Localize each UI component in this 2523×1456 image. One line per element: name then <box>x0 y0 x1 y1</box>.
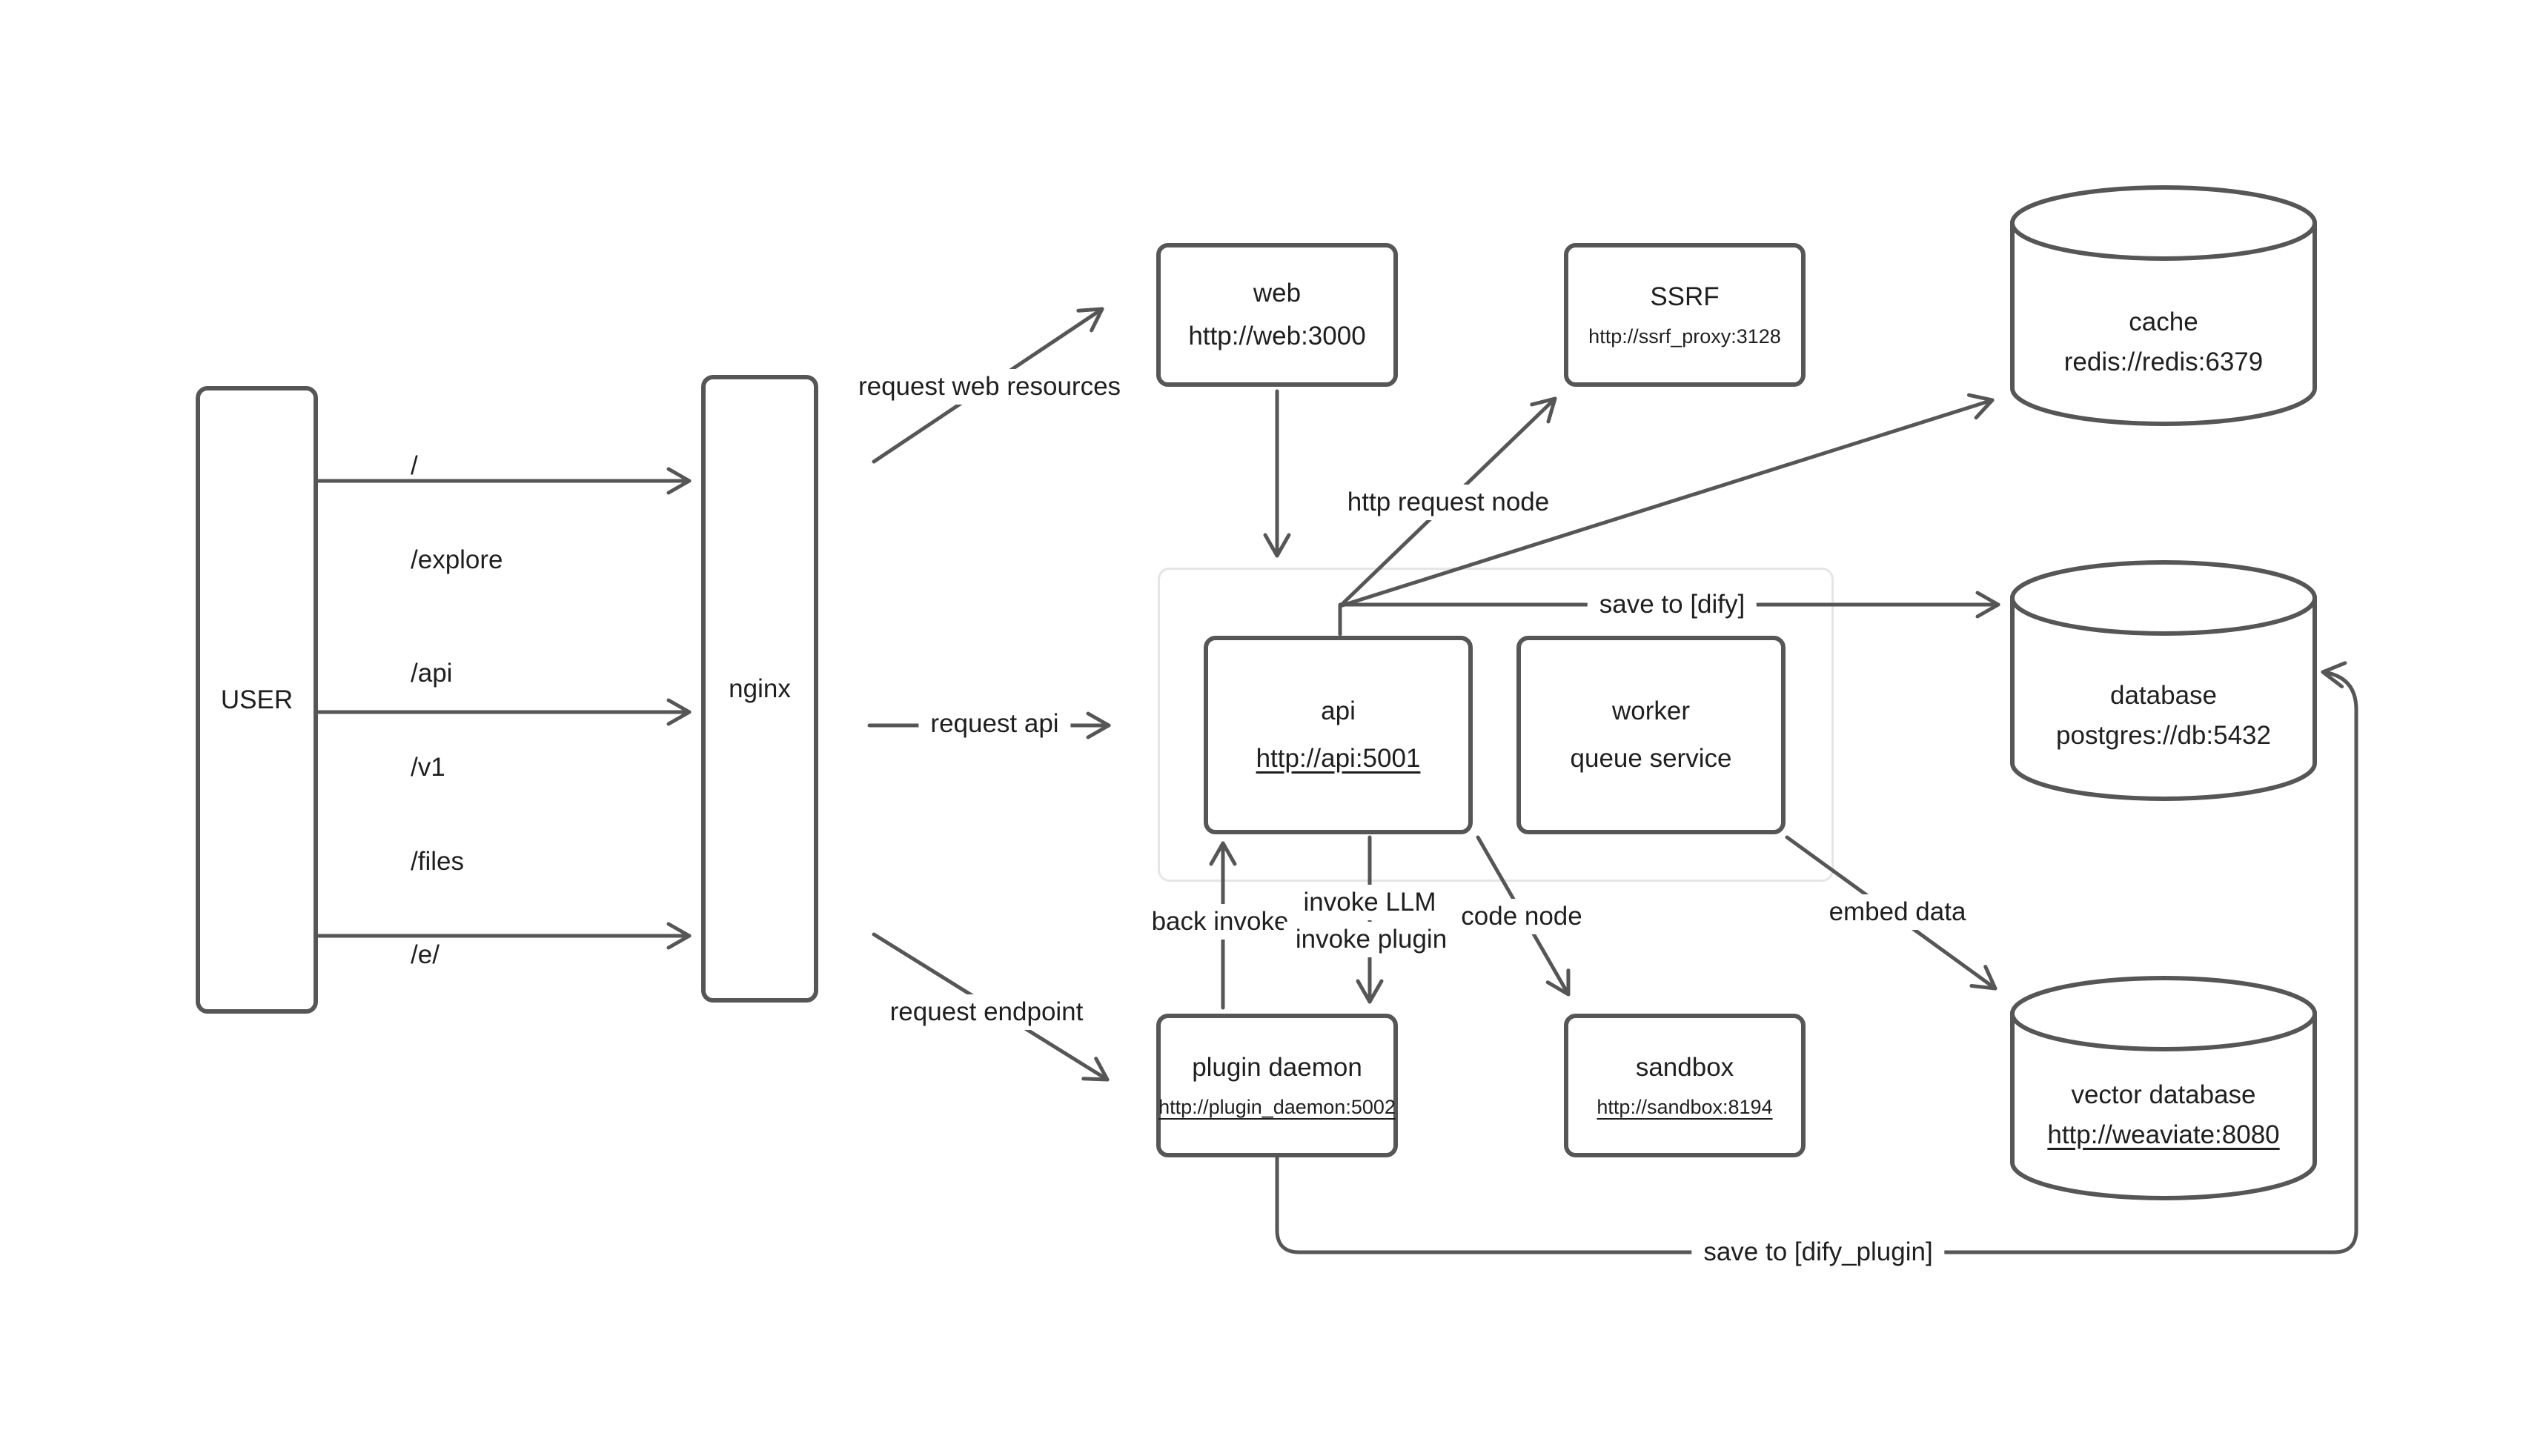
user-paths-middle: /api /v1 /files <box>411 596 464 938</box>
database-cylinder <box>2010 596 2317 801</box>
user-path-e: /e/ <box>411 940 440 969</box>
node-plugin-daemon: plugin daemon http://plugin_daemon:5002 <box>1156 1014 1398 1157</box>
node-ssrf-subtitle: http://ssrf_proxy:3128 <box>1588 325 1781 348</box>
user-paths-top: / /explore <box>411 389 503 636</box>
node-database-subtitle: postgres://db:5432 <box>2056 721 2271 750</box>
edge-label-invoke-llm: invoke LLM <box>1291 885 1448 920</box>
node-web: web http://web:3000 <box>1156 243 1398 387</box>
node-worker: worker queue service <box>1516 636 1786 834</box>
vector-database-cylinder <box>2010 1011 2317 1200</box>
edge-label-save-to-dify-plugin: save to [dify_plugin] <box>1691 1234 1945 1270</box>
edge-label-back-invoke: back invoke <box>1139 904 1301 940</box>
user-path-root: / <box>411 451 418 480</box>
user-path-files: /files <box>411 847 464 876</box>
node-sandbox-title: sandbox <box>1635 1052 1734 1082</box>
node-web-title: web <box>1253 279 1302 308</box>
node-cache-label: cache redis://redis:6379 <box>2064 307 2263 378</box>
api-worker-group <box>1158 568 1834 882</box>
node-api: api http://api:5001 <box>1204 636 1473 834</box>
edge-label-request-endpoint: request endpoint <box>878 994 1095 1030</box>
vector-database-cylinder-top <box>2010 976 2317 1051</box>
node-vector-database-label: vector database http://weaviate:8080 <box>2047 1080 2279 1151</box>
edge-label-embed-data: embed data <box>1817 894 1978 930</box>
database-cylinder-top <box>2010 560 2317 636</box>
edge-api-cache <box>1338 393 1995 608</box>
edge-label-request-api: request api <box>918 706 1071 742</box>
node-nginx: nginx <box>701 375 818 1003</box>
edge-plugin-daemon-database <box>1275 661 2358 1254</box>
user-path-explore: /explore <box>411 545 503 574</box>
node-sandbox: sandbox http://sandbox:8194 <box>1564 1014 1806 1157</box>
node-cache-subtitle: redis://redis:6379 <box>2063 348 2264 376</box>
node-api-title: api <box>1321 697 1356 725</box>
node-user: USER <box>196 386 318 1014</box>
node-vector-database-subtitle: http://weaviate:8080 <box>2047 1120 2280 1149</box>
node-plugin-daemon-subtitle: http://plugin_daemon:5002 <box>1158 1095 1396 1118</box>
node-web-subtitle: http://web:3000 <box>1188 322 1366 350</box>
node-plugin-daemon-title: plugin daemon <box>1192 1052 1362 1082</box>
user-paths-bottom: /e/ <box>411 878 440 1031</box>
edge-label-invoke-plugin: invoke plugin <box>1283 922 1459 957</box>
node-database-title: database <box>2109 681 2218 710</box>
node-cache-title: cache <box>2129 308 2198 336</box>
node-api-subtitle: http://api:5001 <box>1256 744 1421 773</box>
edge-label-http-request-node: http request node <box>1335 485 1562 520</box>
node-nginx-label: nginx <box>729 674 791 703</box>
node-vector-database-title: vector database <box>2071 1080 2256 1109</box>
cache-cylinder <box>2010 221 2317 426</box>
node-user-label: USER <box>220 685 294 714</box>
node-ssrf-title: SSRF <box>1650 282 1720 311</box>
cache-cylinder-top <box>2010 185 2317 261</box>
edge-label-code-node: code node <box>1449 899 1594 934</box>
node-worker-title: worker <box>1611 697 1691 725</box>
node-sandbox-subtitle: http://sandbox:8194 <box>1597 1095 1773 1118</box>
node-database-label: database postgres://db:5432 <box>2056 680 2271 751</box>
user-path-v1: /v1 <box>411 753 445 782</box>
edge-label-save-to-dify: save to [dify] <box>1587 587 1757 622</box>
node-ssrf: SSRF http://ssrf_proxy:3128 <box>1564 243 1806 387</box>
user-path-api: /api <box>411 659 453 688</box>
edge-label-request-web-resources: request web resources <box>846 369 1133 405</box>
node-worker-subtitle: queue service <box>1570 744 1732 773</box>
